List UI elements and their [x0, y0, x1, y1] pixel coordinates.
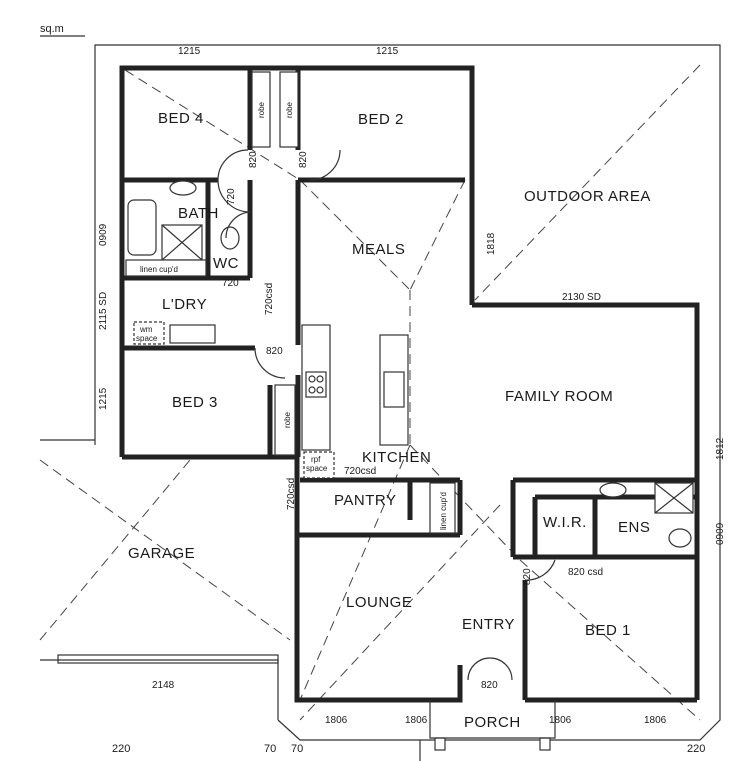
robe-label-bed3: robe [283, 411, 292, 428]
rpf-space-label-line2: space [306, 464, 328, 473]
room-label-bath: BATH [178, 205, 219, 222]
dim-garage-door: 2148 [152, 680, 175, 691]
room-label-garage: GARAGE [128, 545, 195, 562]
dim-door-bed2: 820 [298, 151, 309, 168]
dim-bottom-220-left: 220 [112, 743, 130, 755]
header-partial-label: sq.m [40, 23, 64, 35]
dim-csd-ens: 820 csd [568, 567, 603, 578]
dim-bottom-70-a: 70 [264, 743, 276, 755]
room-label-entry: ENTRY [462, 616, 515, 633]
dim-window-family: 1812 [715, 437, 726, 460]
dim-window-bath: 0909 [98, 223, 109, 246]
dim-top-window-left: 1215 [178, 46, 201, 57]
room-label-wc: WC [213, 255, 239, 272]
dim-door-bed3: 820 [266, 346, 283, 357]
room-label-outdoor: OUTDOOR AREA [524, 188, 651, 205]
room-label-pantry: PANTRY [334, 492, 396, 509]
wm-space-label-line1: wm [139, 325, 153, 334]
dim-bottom-window-2: 1806 [405, 715, 428, 726]
linen-cupd-label-bath: linen cup'd [140, 265, 178, 274]
wm-space-label-line2: space [136, 334, 158, 343]
dim-bottom-window-4: 1806 [644, 715, 667, 726]
dim-bottom-window-3: 1806 [549, 715, 572, 726]
dim-bottom-window-1: 1806 [325, 715, 348, 726]
room-label-bed1: BED 1 [585, 622, 631, 639]
walls [119, 65, 700, 703]
room-label-wir: W.I.R. [543, 514, 587, 531]
rpf-space-label-line1: rpf [311, 455, 321, 464]
dim-sd-laundry: 2115 SD [98, 292, 109, 330]
door-swings [217, 149, 556, 681]
dim-csd-kitchen: 720csd [344, 466, 376, 477]
room-label-porch: PORCH [464, 714, 521, 731]
dim-door-entry: 820 [481, 680, 498, 691]
room-label-lounge: LOUNGE [346, 594, 412, 611]
room-label-kitchen: KITCHEN [362, 449, 431, 466]
room-label-meals: MEALS [352, 241, 405, 258]
room-label-bed2: BED 2 [358, 111, 404, 128]
linen-cupd-label-pantry: linen cup'd [439, 492, 448, 530]
dim-sd-family: 2130 SD [562, 292, 601, 303]
dim-bottom-220-right: 220 [687, 743, 705, 755]
dim-door-bed4: 820 [248, 151, 259, 168]
dim-window-ens: 0909 [715, 522, 726, 545]
dim-csd-pantry: 720csd [286, 478, 297, 510]
room-label-family: FAMILY ROOM [505, 388, 613, 405]
fixtures: robe robe linen cup'd wm space robe rpf … [57, 71, 694, 751]
room-label-bed4: BED 4 [158, 110, 204, 127]
dim-window-bed3: 1215 [98, 387, 109, 410]
dim-door-bath: 720 [226, 188, 237, 205]
dim-door-bed1: 820 [522, 568, 533, 585]
dim-top-window-right: 1215 [376, 46, 399, 57]
dim-bottom-70-b: 70 [291, 743, 303, 755]
room-label-laundry: L'DRY [162, 296, 207, 313]
robe-label-bed2: robe [285, 101, 294, 118]
room-label-bed3: BED 3 [172, 394, 218, 411]
roof-hip-lines [39, 64, 701, 721]
dim-opening-meals: 1818 [486, 232, 497, 255]
robe-label-bed4: robe [257, 101, 266, 118]
room-label-ens: ENS [618, 519, 650, 536]
dim-csd-laundry: 720csd [264, 283, 275, 315]
dim-door-wc: 720 [222, 278, 239, 289]
dimension-labels: 1215 1215 820 820 720 720 720csd 820 090… [98, 46, 726, 755]
